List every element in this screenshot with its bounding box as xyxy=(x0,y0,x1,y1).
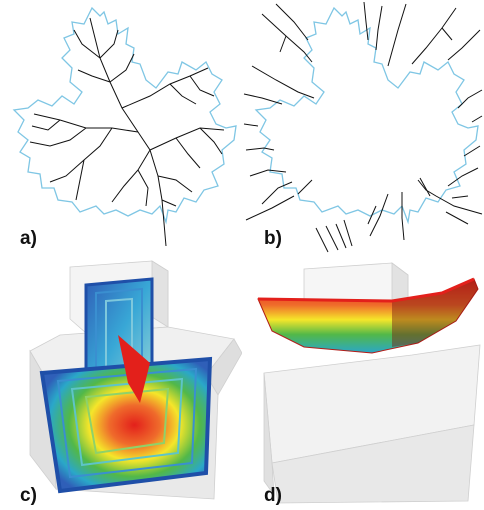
panel-label-a: a) xyxy=(20,228,37,249)
leaf-outline xyxy=(254,6,479,225)
outer-skeleton xyxy=(243,1,483,253)
medial-layers xyxy=(39,277,213,494)
leaf-outline xyxy=(12,6,237,225)
leaf-skeleton-figure xyxy=(12,6,237,247)
outer-skeleton-figure xyxy=(243,1,483,253)
panel-b: b) xyxy=(242,0,484,255)
leaf-skeleton xyxy=(29,17,225,247)
panel-label-b: b) xyxy=(264,228,282,249)
solid-surface-figure xyxy=(257,262,481,504)
panel-label-c: c) xyxy=(20,485,37,506)
surface-sheet xyxy=(257,277,479,354)
panel-c: c) xyxy=(0,255,242,510)
grey-solid xyxy=(263,262,481,504)
panel-label-d: d) xyxy=(264,485,282,506)
panel-d: d) xyxy=(242,255,484,510)
panel-a: a) xyxy=(0,0,242,255)
solid-medial-figure xyxy=(29,260,242,500)
